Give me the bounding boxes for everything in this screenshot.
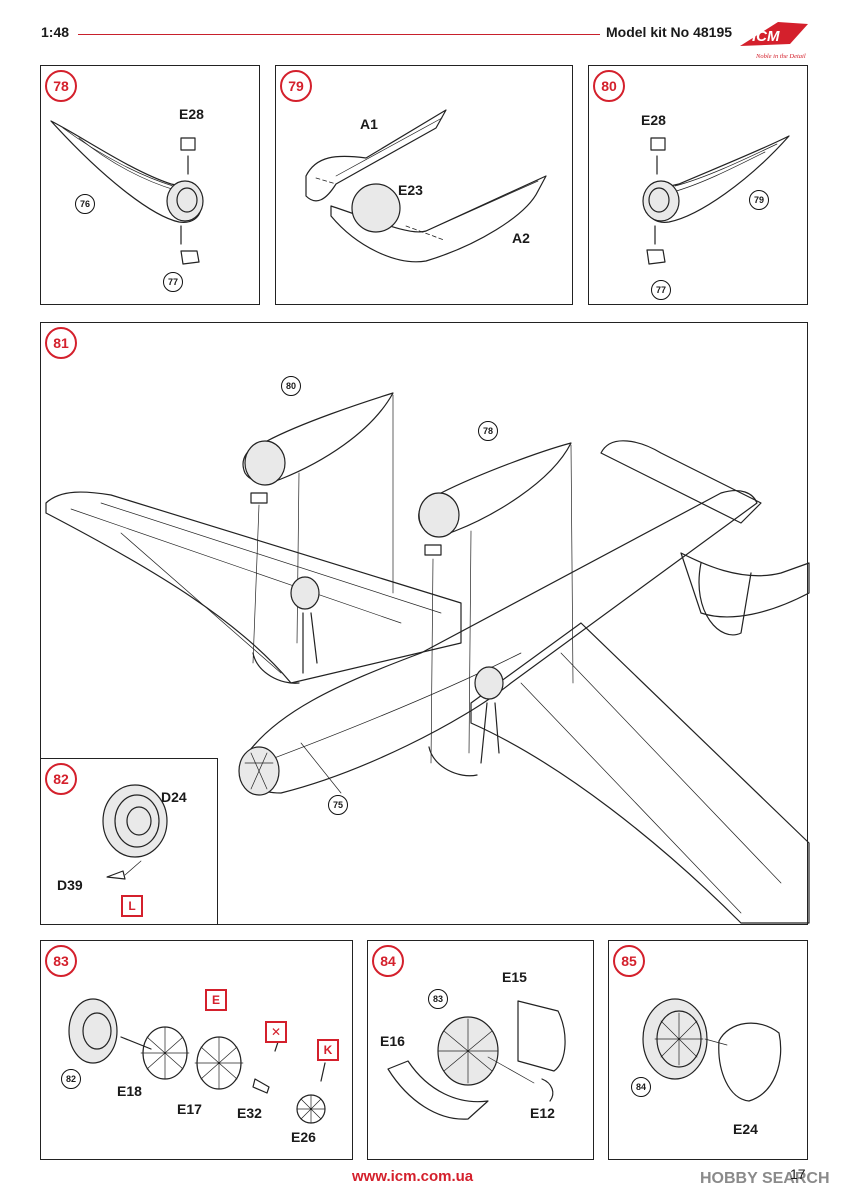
step-84-number: 84 [372, 945, 404, 977]
engine-cowl-drawing [387, 1000, 566, 1120]
ref-82: 82 [61, 1069, 81, 1089]
part-E24: E24 [733, 1121, 758, 1137]
part-E18: E18 [117, 1083, 142, 1099]
ref-75: 75 [328, 795, 348, 815]
step-84-panel: 84 83 E15 E16 E12 [367, 940, 594, 1160]
step-83-number: 83 [45, 945, 77, 977]
step-82-number: 82 [45, 763, 77, 795]
ref-77: 77 [651, 280, 671, 300]
scale-label: 1:48 [41, 24, 70, 40]
step-83-panel: 83 E ✕ K 82 E18 E17 E32 E26 [40, 940, 353, 1160]
ref-79: 79 [749, 190, 769, 210]
part-E28: E28 [641, 112, 666, 128]
footer-url[interactable]: www.icm.com.ua [352, 1168, 474, 1185]
ref-78: 78 [478, 421, 498, 441]
step-85-panel: 85 84 E24 [608, 940, 808, 1160]
step-79-panel: 79 A1 E23 A2 [275, 65, 573, 305]
nacelle-drawing [50, 120, 204, 265]
part-E12: E12 [530, 1105, 555, 1121]
paint-code-L: L [121, 895, 143, 917]
page-number: 17 [790, 1166, 806, 1182]
step-78-number: 78 [45, 70, 77, 102]
step-80-panel: 80 E28 79 77 [588, 65, 808, 305]
step-78-panel: 78 E28 76 77 [40, 65, 260, 305]
part-E26: E26 [291, 1129, 316, 1145]
part-E17: E17 [177, 1101, 202, 1117]
part-A1: A1 [360, 116, 378, 132]
engine-drawing [68, 998, 326, 1124]
part-E28: E28 [179, 106, 204, 122]
ref-80: 80 [281, 376, 301, 396]
header-rule [78, 34, 600, 35]
paint-code-K: K [317, 1039, 339, 1061]
ref-83: 83 [428, 989, 448, 1009]
step-79-number: 79 [280, 70, 312, 102]
aircraft-drawing [45, 392, 810, 924]
step-85-number: 85 [613, 945, 645, 977]
paint-code-E: E [205, 989, 227, 1011]
part-A2: A2 [512, 230, 530, 246]
icm-logo: ICM Noble in the Detail [738, 16, 810, 66]
logo-text: ICM [752, 28, 780, 45]
kit-number: Model kit No 48195 [606, 24, 733, 40]
part-D39: D39 [57, 877, 83, 893]
logo-tagline: Noble in the Detail [755, 53, 806, 60]
nacelle-halves-drawing [305, 109, 547, 263]
cowl-ring-drawing [102, 784, 168, 880]
nacelle-drawing-mirror [642, 135, 790, 265]
part-D24: D24 [161, 789, 187, 805]
step-81-number: 81 [45, 327, 77, 359]
watermark: HOBBY SEARCH [700, 1170, 830, 1187]
part-E23: E23 [398, 182, 423, 198]
cowling-drawing [642, 998, 782, 1102]
ref-76: 76 [75, 194, 95, 214]
ref-84: 84 [631, 1077, 651, 1097]
part-E32: E32 [237, 1105, 262, 1121]
part-E15: E15 [502, 969, 527, 985]
step-80-number: 80 [593, 70, 625, 102]
ref-77: 77 [163, 272, 183, 292]
paint-code-X: ✕ [265, 1021, 287, 1043]
step-82-panel: 82 D24 D39 L [40, 758, 218, 925]
part-E16: E16 [380, 1033, 405, 1049]
